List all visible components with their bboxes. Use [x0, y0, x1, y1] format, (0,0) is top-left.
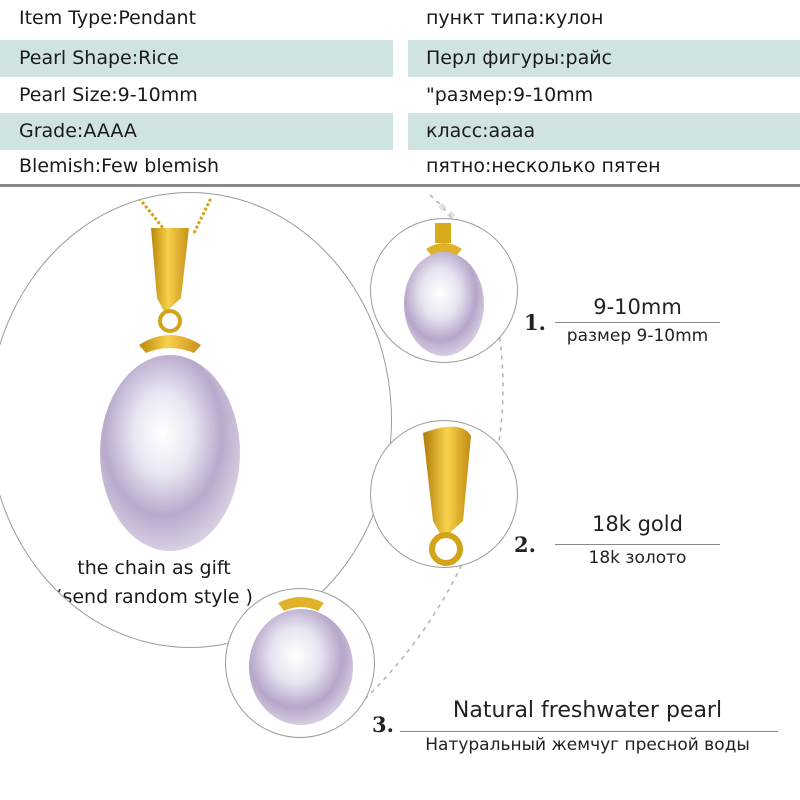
detail-pearl-size-image	[370, 218, 518, 363]
pendant-main-image: the chain as gift (send random style )	[0, 192, 392, 648]
spec-ru: Перл фигуры:райс	[408, 40, 800, 77]
spec-ru: класс:аааа	[408, 113, 800, 150]
gift-note-line1: the chain as gift	[77, 557, 231, 579]
detail-subtitle-size: размер 9-10mm	[566, 326, 709, 346]
spec-row-pearl-size: Pearl Size:9-10mm "размер:9-10mm	[0, 77, 800, 114]
spec-table: Item Type:Pendant пункт типа:кулон Pearl…	[0, 0, 800, 185]
spec-ru: пункт типа:кулон	[426, 7, 604, 29]
detail-title-pearl: Natural freshwater pearl	[452, 698, 723, 723]
detail-number-2: 2.	[514, 532, 536, 557]
detail-gold-bail-image	[370, 420, 518, 568]
spec-row-item-type: Item Type:Pendant пункт типа:кулон	[0, 0, 800, 37]
spec-en: Blemish:Few blemish	[19, 155, 220, 177]
detail-subtitle-pearl: Натуральный жемчуг пресной воды	[425, 735, 750, 755]
gift-note-line2: (send random style )	[55, 586, 253, 608]
spec-en: Pearl Size:9-10mm	[19, 84, 198, 106]
detail-number-3: 3.	[372, 712, 394, 737]
spec-row-pearl-shape: Pearl Shape:Rice Перл фигуры:райс	[0, 40, 800, 77]
spec-en: Item Type:Pendant	[19, 7, 197, 29]
detail-rule	[555, 322, 720, 323]
pearl-illustration	[249, 597, 353, 725]
spec-en: Pearl Shape:Rice	[0, 40, 393, 77]
detail-number-1: 1.	[524, 310, 546, 335]
detail-subtitle-gold: 18k золото	[588, 548, 687, 568]
pendant-illustration	[100, 197, 240, 551]
spec-ru: "размер:9-10mm	[426, 84, 594, 106]
spec-row-grade: Grade:AAAA класс:аааа	[0, 113, 800, 150]
spec-en: Grade:AAAA	[0, 113, 393, 150]
spec-divider	[0, 184, 800, 187]
detail-freshwater-pearl-image	[225, 588, 375, 738]
pearl-closeup-illustration	[404, 223, 484, 356]
gold-bail-illustration	[423, 426, 471, 566]
spec-ru: пятно:несколько пятен	[426, 155, 661, 177]
detail-title-size: 9-10mm	[593, 295, 682, 319]
spec-row-blemish: Blemish:Few blemish пятно:несколько пяте…	[0, 148, 800, 185]
detail-rule	[400, 731, 778, 732]
detail-rule	[555, 544, 720, 545]
detail-title-gold: 18k gold	[592, 512, 683, 536]
